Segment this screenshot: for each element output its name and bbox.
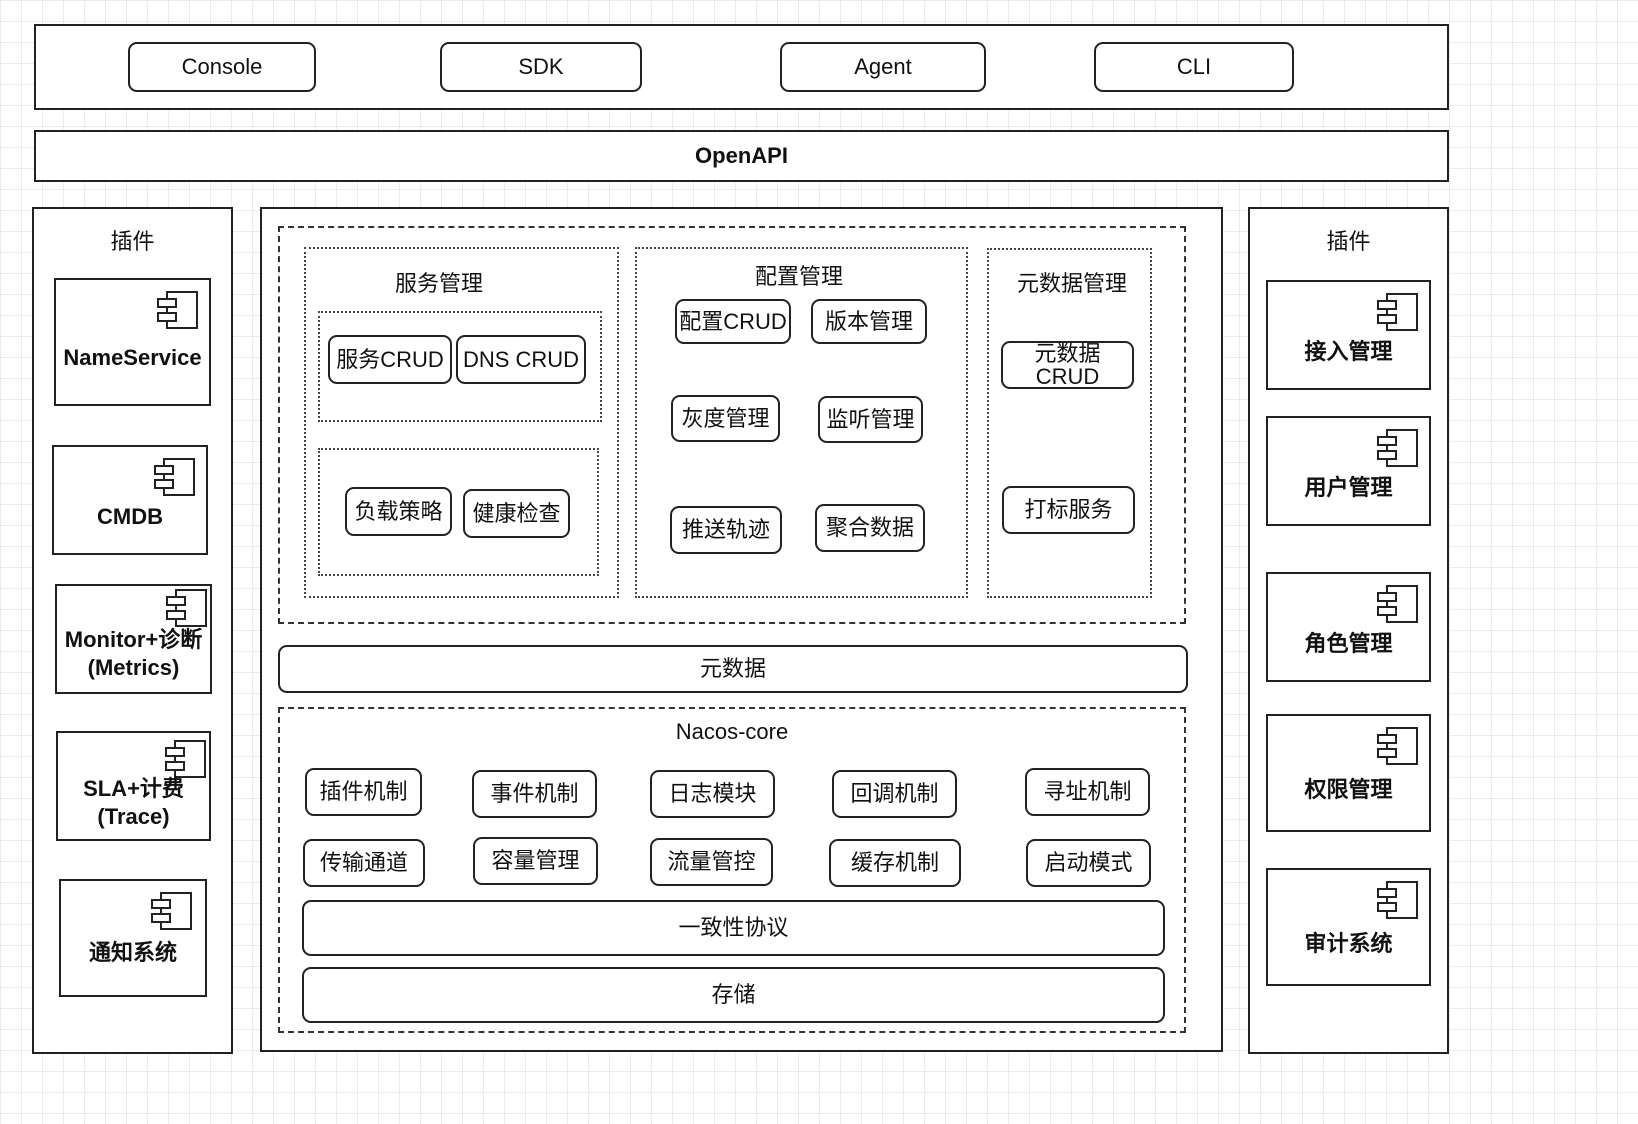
component-icon <box>163 739 207 779</box>
plugin-access-mgmt[interactable]: 接入管理 <box>1266 280 1431 390</box>
plugin-label: 接入管理 <box>1304 339 1393 364</box>
management-modules-group <box>278 226 1186 624</box>
plugin-permission-mgmt[interactable]: 权限管理 <box>1266 714 1431 832</box>
client-sdk[interactable]: SDK <box>440 42 642 92</box>
service-mgmt-module <box>304 247 619 598</box>
component-icon <box>1375 428 1419 468</box>
consensus-protocol-bar: 一致性协议 <box>302 900 1165 956</box>
plugin-label: 权限管理 <box>1304 777 1393 802</box>
plugin-label: SLA+计费 (Trace) <box>83 776 184 829</box>
client-cli[interactable]: CLI <box>1094 42 1294 92</box>
component-icon <box>155 290 199 330</box>
plugin-mechanism-box: 插件机制 <box>305 768 422 816</box>
addressing-mechanism-box: 寻址机制 <box>1025 768 1150 816</box>
callback-mechanism-box: 回调机制 <box>832 770 957 818</box>
startup-mode-box: 启动模式 <box>1026 839 1151 887</box>
config-mgmt-title: 配置管理 <box>754 264 843 289</box>
service-policy-group <box>318 448 599 576</box>
plugin-label: 通知系统 <box>88 940 177 965</box>
version-mgmt-button[interactable]: 版本管理 <box>811 299 927 344</box>
dns-crud-button[interactable]: DNS CRUD <box>456 335 586 384</box>
plugin-notification[interactable]: 通知系统 <box>59 879 207 997</box>
plugin-sla[interactable]: SLA+计费 (Trace) <box>56 731 211 841</box>
plugin-audit[interactable]: 审计系统 <box>1266 868 1431 986</box>
config-mgmt-module <box>635 247 968 598</box>
aggregate-data-button[interactable]: 聚合数据 <box>815 504 925 552</box>
plugin-label: 角色管理 <box>1304 631 1393 656</box>
metadata-mgmt-title: 元数据管理 <box>1016 271 1127 296</box>
capacity-mgmt-box: 容量管理 <box>473 837 598 885</box>
gray-mgmt-button[interactable]: 灰度管理 <box>671 395 780 442</box>
traffic-control-box: 流量管控 <box>650 838 773 886</box>
component-icon <box>1375 292 1419 332</box>
component-icon <box>152 457 196 497</box>
plugin-label: 审计系统 <box>1304 931 1393 956</box>
plugin-monitor[interactable]: Monitor+诊断 (Metrics) <box>55 584 212 694</box>
tag-service-button[interactable]: 打标服务 <box>1002 486 1135 534</box>
plugin-label: CMDB <box>97 504 163 529</box>
service-mgmt-title: 服务管理 <box>394 271 483 296</box>
event-mechanism-box: 事件机制 <box>472 770 597 818</box>
config-crud-button[interactable]: 配置CRUD <box>675 299 791 344</box>
plugin-label: Monitor+诊断 (Metrics) <box>64 627 203 680</box>
log-module-box: 日志模块 <box>650 770 775 818</box>
metadata-mgmt-module <box>987 248 1152 598</box>
metadata-crud-button[interactable]: 元数据 CRUD <box>1001 341 1134 389</box>
component-icon <box>1375 880 1419 920</box>
load-balance-button[interactable]: 负载策略 <box>345 487 452 536</box>
plugin-nameservice[interactable]: NameService <box>54 278 211 406</box>
nacos-core-group <box>278 707 1186 1033</box>
service-crud-button[interactable]: 服务CRUD <box>328 335 452 384</box>
nacos-core-title: Nacos-core <box>675 719 789 744</box>
plugin-label: 用户管理 <box>1304 475 1393 500</box>
plugin-label: NameService <box>63 345 202 370</box>
listen-mgmt-button[interactable]: 监听管理 <box>818 396 923 443</box>
cache-mechanism-box: 缓存机制 <box>829 839 961 887</box>
left-plugin-title: 插件 <box>110 229 155 254</box>
metadata-bar: 元数据 <box>278 645 1188 693</box>
client-console[interactable]: Console <box>128 42 316 92</box>
component-icon <box>164 588 208 628</box>
storage-bar: 存储 <box>302 967 1165 1023</box>
service-crud-group <box>318 311 602 422</box>
plugin-cmdb[interactable]: CMDB <box>52 445 208 555</box>
component-icon <box>1375 584 1419 624</box>
transport-channel-box: 传输通道 <box>303 839 425 887</box>
plugin-role-mgmt[interactable]: 角色管理 <box>1266 572 1431 682</box>
openapi-bar: OpenAPI <box>34 130 1449 182</box>
client-agent[interactable]: Agent <box>780 42 986 92</box>
right-plugin-title: 插件 <box>1326 229 1371 254</box>
push-trace-button[interactable]: 推送轨迹 <box>670 506 782 554</box>
health-check-button[interactable]: 健康检查 <box>463 489 570 538</box>
plugin-user-mgmt[interactable]: 用户管理 <box>1266 416 1431 526</box>
component-icon <box>149 891 193 931</box>
component-icon <box>1375 726 1419 766</box>
